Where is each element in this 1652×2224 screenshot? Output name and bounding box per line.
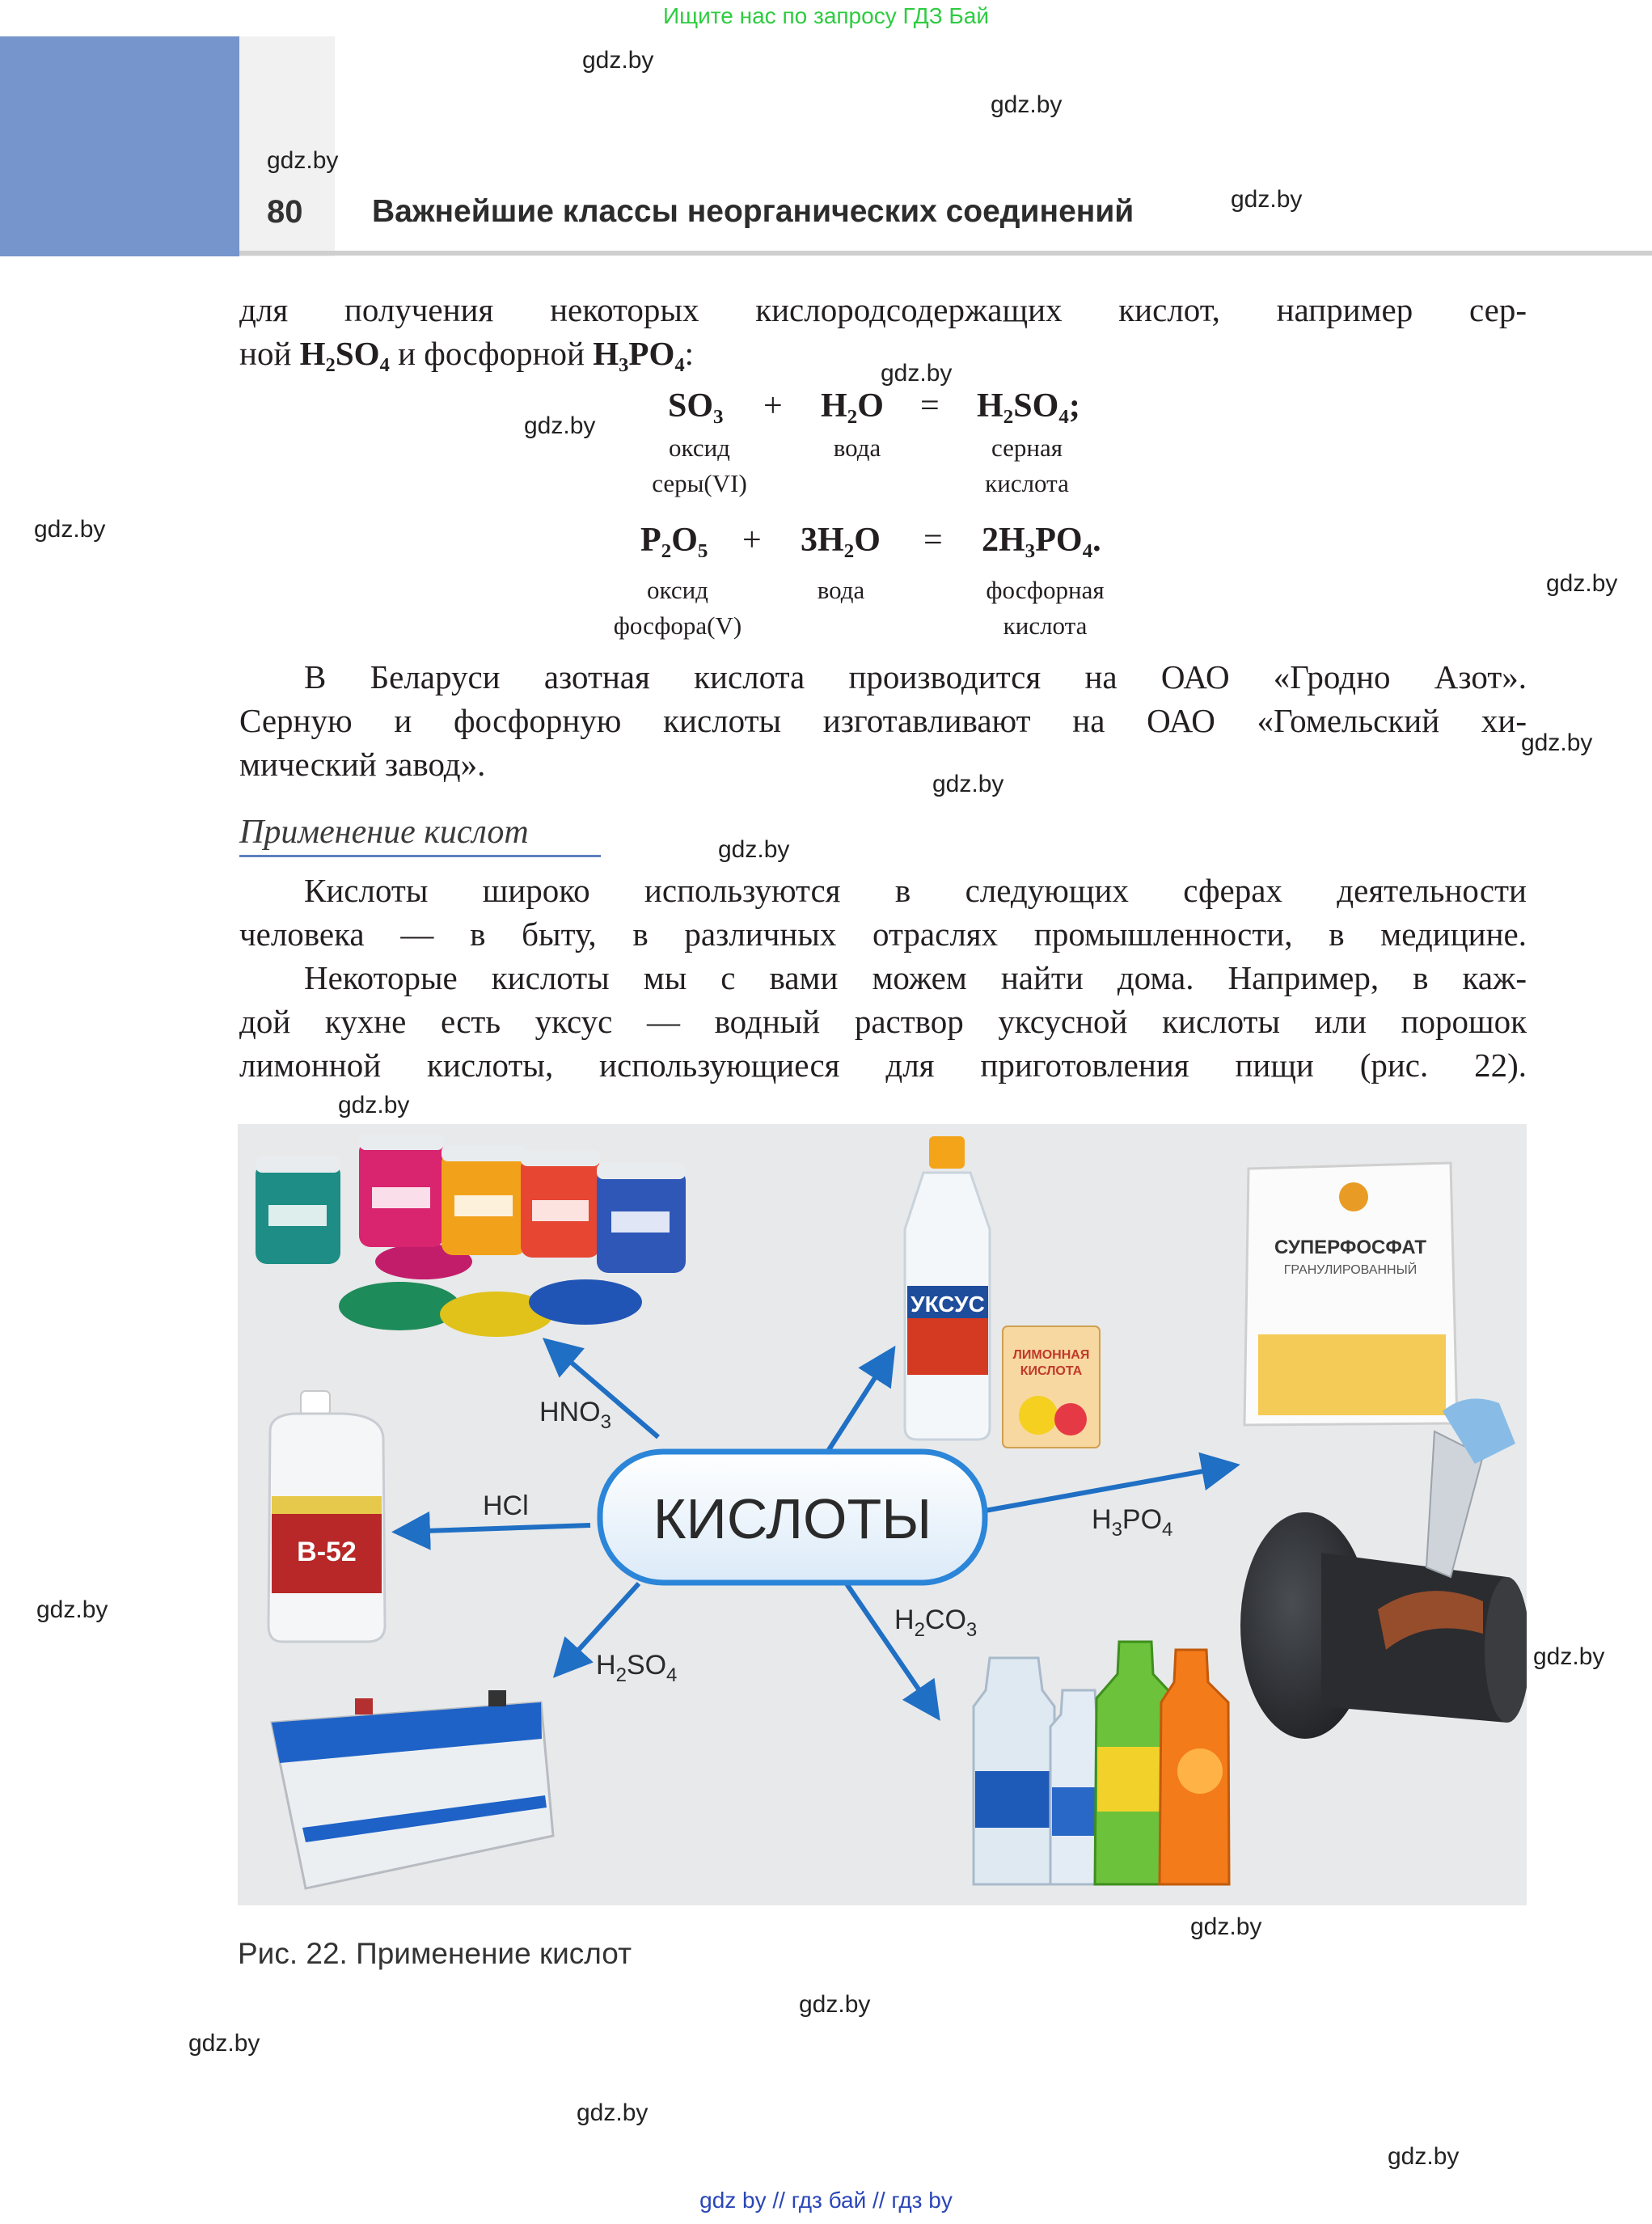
watermark: gdz.by bbox=[1388, 2143, 1460, 2170]
label-hno3: HNO3 bbox=[539, 1397, 611, 1433]
header-color-block bbox=[0, 36, 239, 256]
arrow-h3po4 bbox=[984, 1452, 1240, 1513]
eq1-label-h2o: вода bbox=[833, 433, 881, 462]
section-heading: Применение кислот bbox=[239, 814, 529, 851]
label-h3po4: H3PO4 bbox=[1092, 1504, 1172, 1541]
eq2-reactant-h2o: 3H₂O bbox=[801, 522, 881, 559]
formula-h3po4: H₃PO₄ bbox=[593, 335, 685, 372]
arrow-vinegar bbox=[822, 1345, 896, 1459]
label-h2so4: H2SO4 bbox=[596, 1650, 677, 1686]
watermark: gdz.by bbox=[577, 2099, 649, 2126]
arrows bbox=[391, 1338, 1240, 1721]
citric-label-1: ЛИМОННАЯ bbox=[1013, 1348, 1090, 1362]
top-banner[interactable]: Ищите нас по запросу ГДЗ Бай bbox=[662, 3, 990, 28]
vinegar-image: УКСУС ЛИМОННАЯ КИСЛОТА bbox=[903, 1136, 1101, 1448]
watermark: gdz.by bbox=[267, 147, 339, 174]
citric-label-2: КИСЛОТА bbox=[1020, 1364, 1083, 1378]
arrow-h2co3 bbox=[843, 1581, 940, 1721]
watermark: gdz.by bbox=[881, 360, 953, 387]
text-line: человека — в быту, в различных отраслях … bbox=[239, 915, 1527, 953]
acids-bubble bbox=[597, 1448, 988, 1586]
eq1-plus: + bbox=[763, 387, 783, 425]
label-h2co3: H2CO3 bbox=[894, 1605, 977, 1641]
eq2-reactant-p2o5: P₂O₅ bbox=[640, 522, 708, 559]
formula-h2so4: H₂SO₄ bbox=[299, 335, 390, 372]
figure-acid-uses: КИСЛОТЫ HNO3 HCl H3PO4 H2CO3 H2SO4 bbox=[238, 1124, 1527, 1905]
watermark: gdz.by bbox=[799, 1991, 871, 2018]
watermark: gdz.by bbox=[524, 412, 596, 439]
arrow-hcl bbox=[391, 1511, 591, 1550]
watermark: gdz.by bbox=[932, 771, 1004, 797]
soda-bottles-image bbox=[972, 1640, 1231, 1886]
arrow-h2so4 bbox=[552, 1581, 641, 1678]
label-hcl: HCl bbox=[483, 1490, 529, 1521]
text-line: В Беларуси азотная кислота производится … bbox=[304, 658, 1527, 696]
watermark: gdz.by bbox=[188, 2030, 260, 2057]
fertilizer-bag-image: СУПЕРФОСФАТ ГРАНУЛИРОВАННЫЙ bbox=[1243, 1161, 1459, 1427]
eq2-plus: + bbox=[742, 522, 762, 559]
chapter-title: Важнейшие классы неорганических соединен… bbox=[372, 194, 1134, 229]
text-line: Серную и фосфорную кислоты изготавливают… bbox=[239, 702, 1527, 739]
acids-bubble-label: КИСЛОТЫ bbox=[653, 1487, 932, 1550]
text-line: Некоторые кислоты мы с вами можем найти … bbox=[304, 959, 1527, 996]
header-gray-block bbox=[239, 36, 335, 256]
text-line: ной H₂SO₄ и фосфорной H₃PO₄: bbox=[239, 335, 695, 372]
watermark: gdz.by bbox=[1521, 729, 1593, 756]
cleaner-label: В-52 bbox=[297, 1537, 357, 1567]
watermark: gdz.by bbox=[36, 1596, 108, 1623]
figure-svg: КИСЛОТЫ HNO3 HCl H3PO4 H2CO3 H2SO4 bbox=[256, 1134, 1527, 1890]
paint-jars-image bbox=[256, 1134, 686, 1337]
eq2-equals: = bbox=[923, 522, 943, 559]
text-line: для получения некоторых кислородсодержащ… bbox=[239, 291, 1527, 328]
watermark: gdz.by bbox=[1546, 570, 1618, 597]
watermark: gdz.by bbox=[1190, 1913, 1262, 1940]
eq1-reactant-so3: SO₃ bbox=[668, 387, 724, 425]
cleaner-bottle-image: В-52 bbox=[267, 1390, 387, 1643]
watermark: gdz.by bbox=[582, 47, 654, 74]
eq1-product-h2so4: H₂SO₄; bbox=[977, 387, 1080, 425]
pipe-painting-image bbox=[1240, 1398, 1527, 1739]
belarus-paragraph: В Беларуси азотная кислота производится … bbox=[239, 655, 1527, 786]
eq1-reactant-h2o: H₂O bbox=[821, 387, 884, 425]
eq2-product-h3po4: 2H₃PO₄. bbox=[982, 522, 1101, 559]
fertilizer-label-1: СУПЕРФОСФАТ bbox=[1274, 1237, 1426, 1258]
arrow-hno3 bbox=[542, 1338, 660, 1440]
watermark: gdz.by bbox=[338, 1092, 410, 1118]
watermark: gdz.by bbox=[1533, 1643, 1605, 1670]
text-line: Кислоты широко используются в следующих … bbox=[304, 872, 1527, 909]
text-line: лимонной кислоты, использующиеся для при… bbox=[239, 1046, 1527, 1084]
eq2-label-h2o: вода bbox=[817, 576, 865, 604]
intro-paragraph: для получения некоторых кислородсодержащ… bbox=[239, 288, 1527, 375]
figure-caption: Рис. 22. Применение кислот bbox=[238, 1937, 632, 1970]
text-line: мический завод». bbox=[239, 746, 486, 783]
car-battery-image bbox=[270, 1690, 555, 1890]
text-line: дой кухне есть уксус — водный раствор ук… bbox=[239, 1003, 1527, 1040]
watermark: gdz.by bbox=[718, 836, 790, 863]
watermark: gdz.by bbox=[34, 516, 106, 543]
fertilizer-label-2: ГРАНУЛИРОВАННЫЙ bbox=[1284, 1262, 1417, 1277]
page-number: 80 bbox=[267, 194, 303, 230]
footer-links[interactable]: gdz by // гдз бай // гдз by bbox=[699, 2188, 953, 2213]
eq1-equals: = bbox=[920, 387, 940, 425]
vinegar-label: УКСУС bbox=[911, 1292, 985, 1317]
header-rule bbox=[239, 251, 1652, 256]
watermark: gdz.by bbox=[991, 91, 1063, 118]
section-underline bbox=[239, 855, 601, 857]
watermark: gdz.by bbox=[1231, 186, 1303, 213]
use-paragraph: Кислоты широко используются в следующих … bbox=[239, 869, 1527, 1087]
